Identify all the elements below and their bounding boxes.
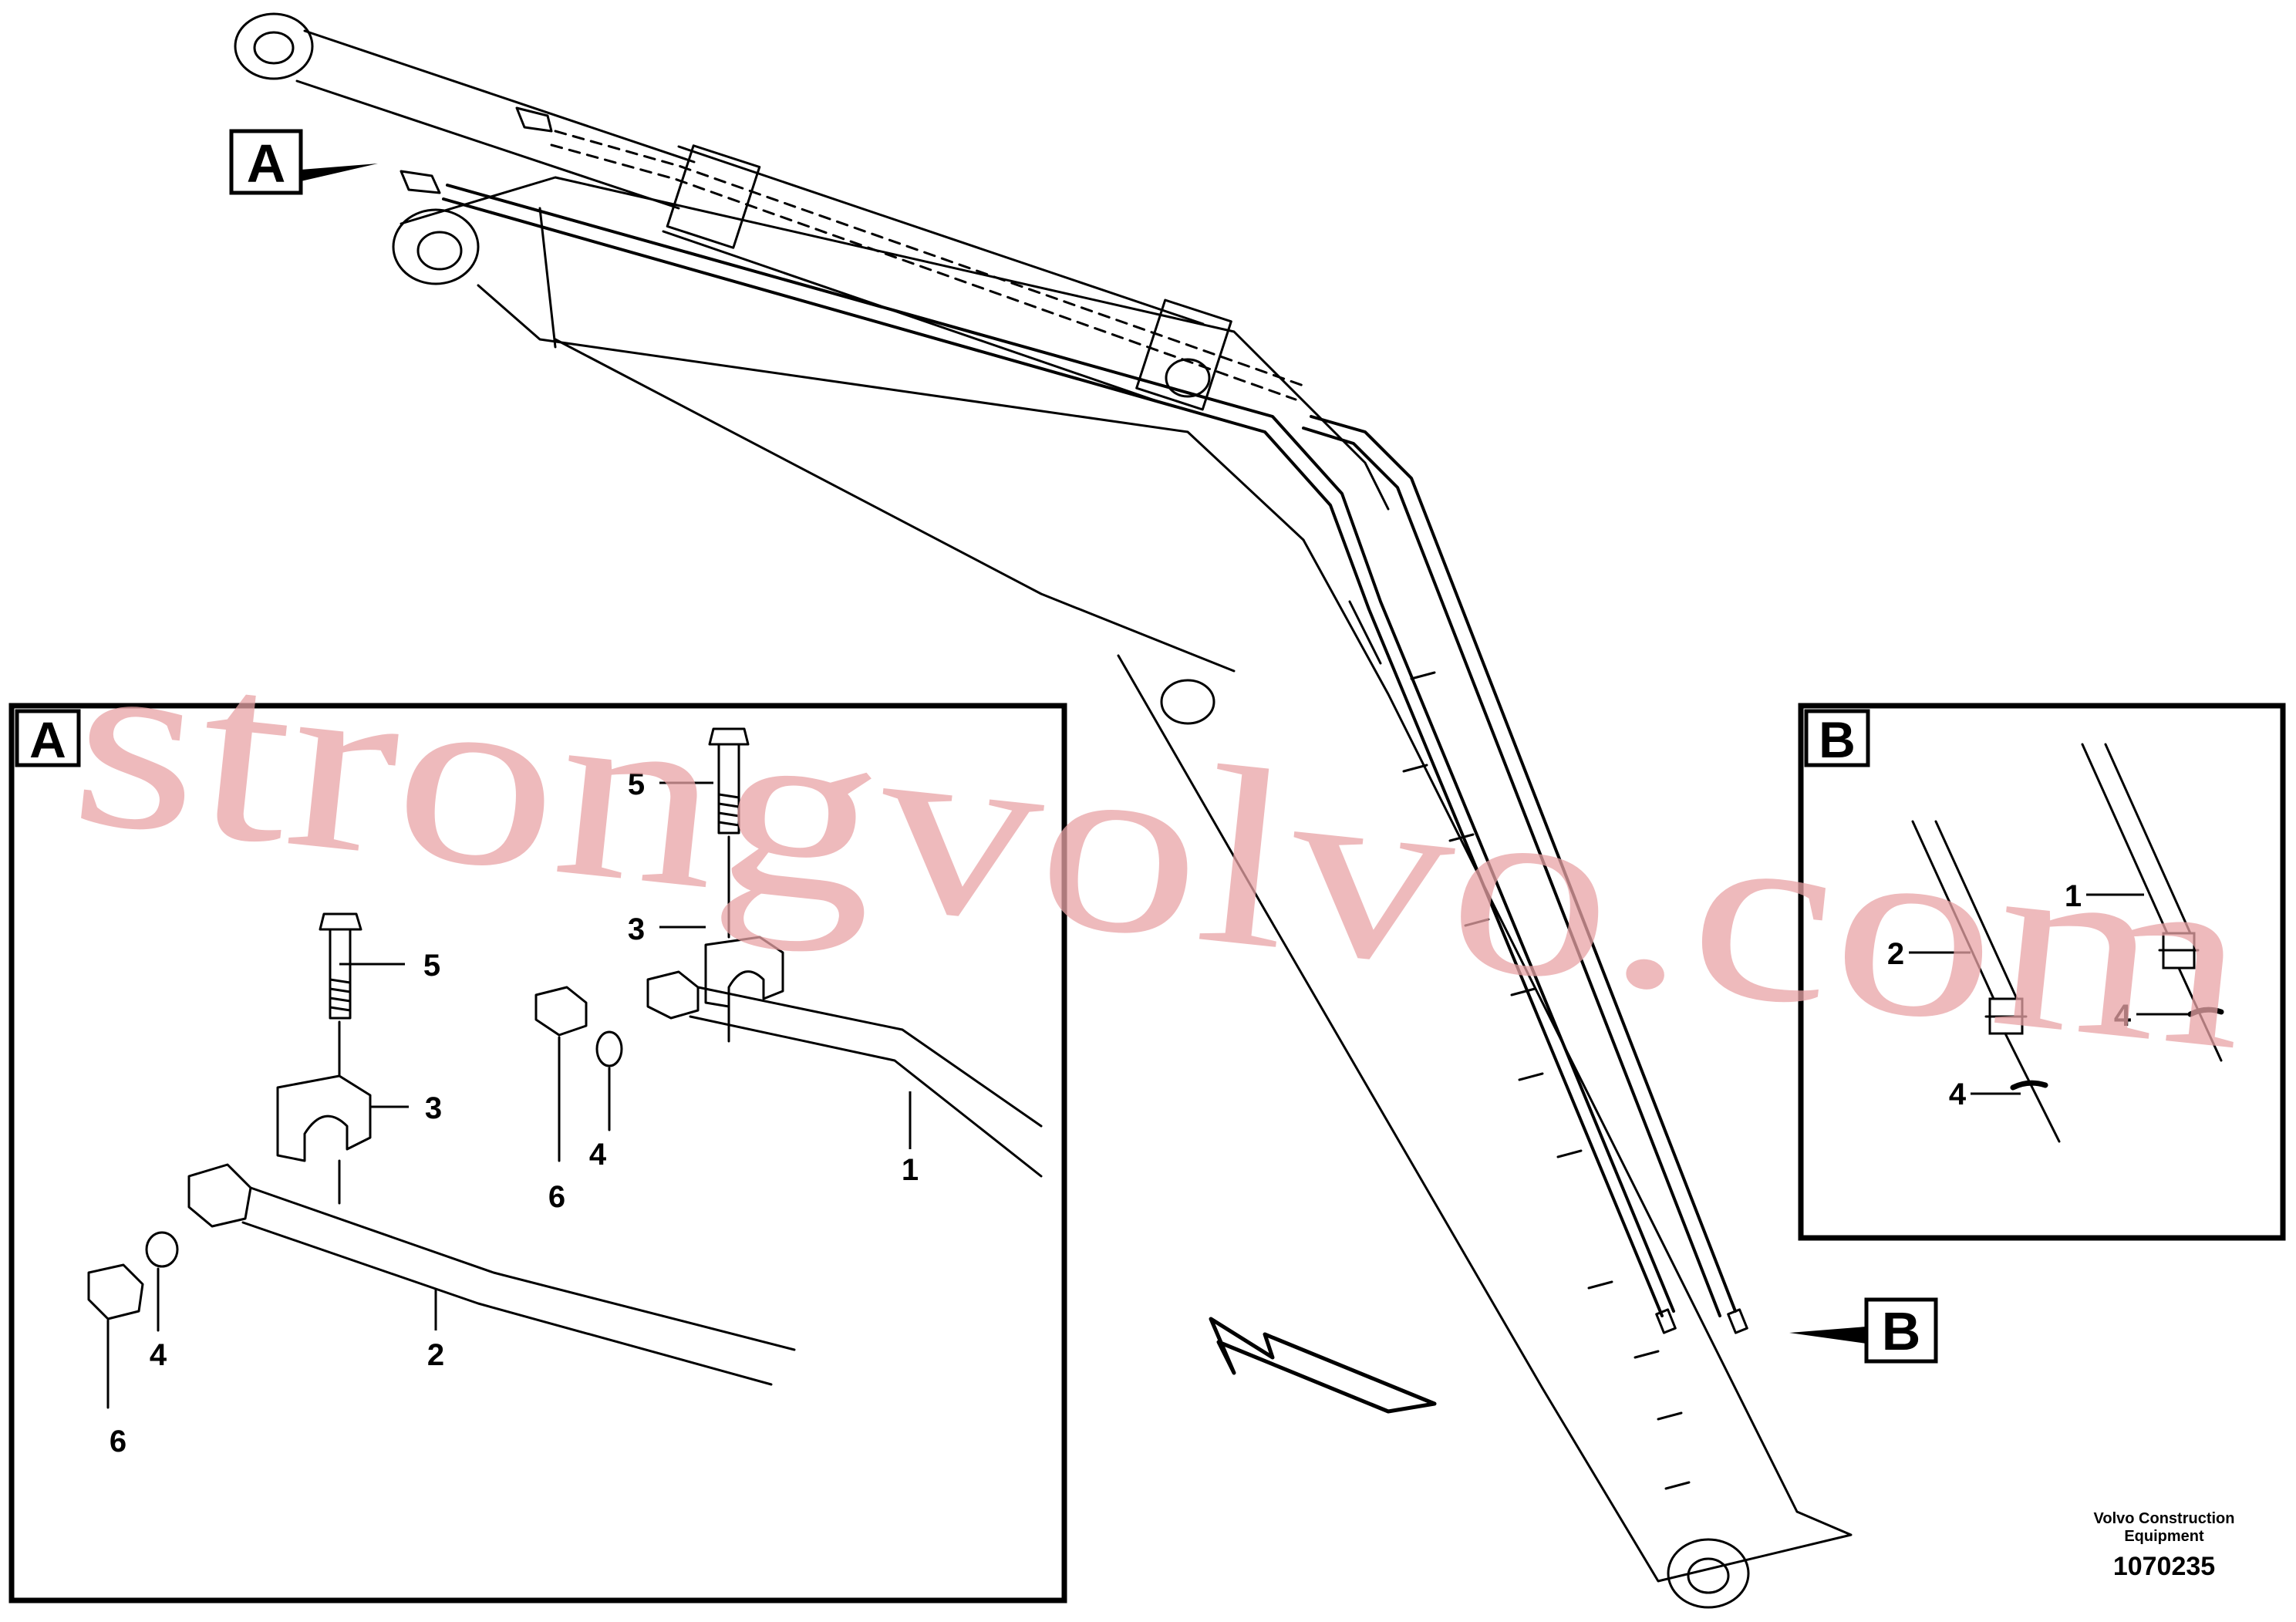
nut-left xyxy=(87,1263,144,1320)
drawing-number: 1070235 xyxy=(2113,1552,2215,1581)
part-4-left: 4 xyxy=(150,1338,167,1372)
clamp-top xyxy=(704,936,784,1008)
clamp-left xyxy=(276,1074,372,1162)
boom-mid-pin xyxy=(1160,679,1215,725)
cylinder-rod xyxy=(295,29,696,210)
boom-lower-outline xyxy=(1117,538,1853,1583)
inset-a-tag: A xyxy=(29,711,66,768)
part-4-right: 4 xyxy=(589,1138,607,1172)
bolt-top xyxy=(708,727,750,835)
oring-right xyxy=(595,1030,623,1067)
inset-b-tag: B xyxy=(1819,711,1856,768)
bolt-left xyxy=(319,912,362,1020)
callout-b-main: B xyxy=(1789,1297,1938,1364)
callout-a-main: A xyxy=(229,129,378,195)
callout-b-main-label: B xyxy=(1882,1301,1921,1361)
company-line-2: Equipment xyxy=(2124,1528,2204,1545)
inset-b-part-1: 1 xyxy=(2065,879,2082,913)
part-2: 2 xyxy=(427,1338,444,1372)
boom-assembly xyxy=(234,12,1853,1609)
inset-b-pipe-1 xyxy=(2081,743,2192,935)
nut-right xyxy=(534,986,588,1037)
inset-b-pipe-2 xyxy=(1911,820,2018,1000)
cylinder-barrel xyxy=(662,145,1205,403)
pipe-1-run xyxy=(446,184,1675,1313)
inset-a: A xyxy=(8,703,1067,1603)
pipe-2 xyxy=(187,1163,796,1386)
footer: Volvo Construction Equipment 1070235 xyxy=(2094,1510,2235,1581)
inset-b-oring-2 xyxy=(2010,1080,2048,1091)
boom-foot-pin xyxy=(392,208,480,285)
inset-b: B 1 2 4 4 xyxy=(1798,703,2286,1241)
part-6-right: 6 xyxy=(548,1180,565,1214)
boom-brackets xyxy=(1402,671,1691,1490)
part-3-top: 3 xyxy=(628,912,645,946)
oring-left xyxy=(145,1231,179,1268)
pipe-2-run xyxy=(1310,415,1737,1313)
callout-a-main-label: A xyxy=(247,133,286,194)
pipe-1 xyxy=(646,970,1043,1178)
view-direction-arrow xyxy=(1209,1317,1437,1414)
part-1: 1 xyxy=(902,1153,919,1187)
boom-upper-outline xyxy=(400,176,1390,673)
company-line-1: Volvo Construction xyxy=(2094,1510,2235,1527)
part-5-left: 5 xyxy=(423,949,440,983)
boom-nose-pin xyxy=(1667,1538,1750,1609)
inset-b-part-2: 2 xyxy=(1887,937,1904,971)
hidden-hose xyxy=(554,130,1305,387)
cylinder-rod-eye xyxy=(234,12,314,80)
inset-b-part-4-left: 4 xyxy=(1949,1077,1967,1111)
part-6-left: 6 xyxy=(110,1425,126,1458)
part-5-top: 5 xyxy=(628,767,645,801)
inset-b-part-4-right: 4 xyxy=(2114,999,2132,1033)
part-3-left: 3 xyxy=(425,1091,442,1125)
